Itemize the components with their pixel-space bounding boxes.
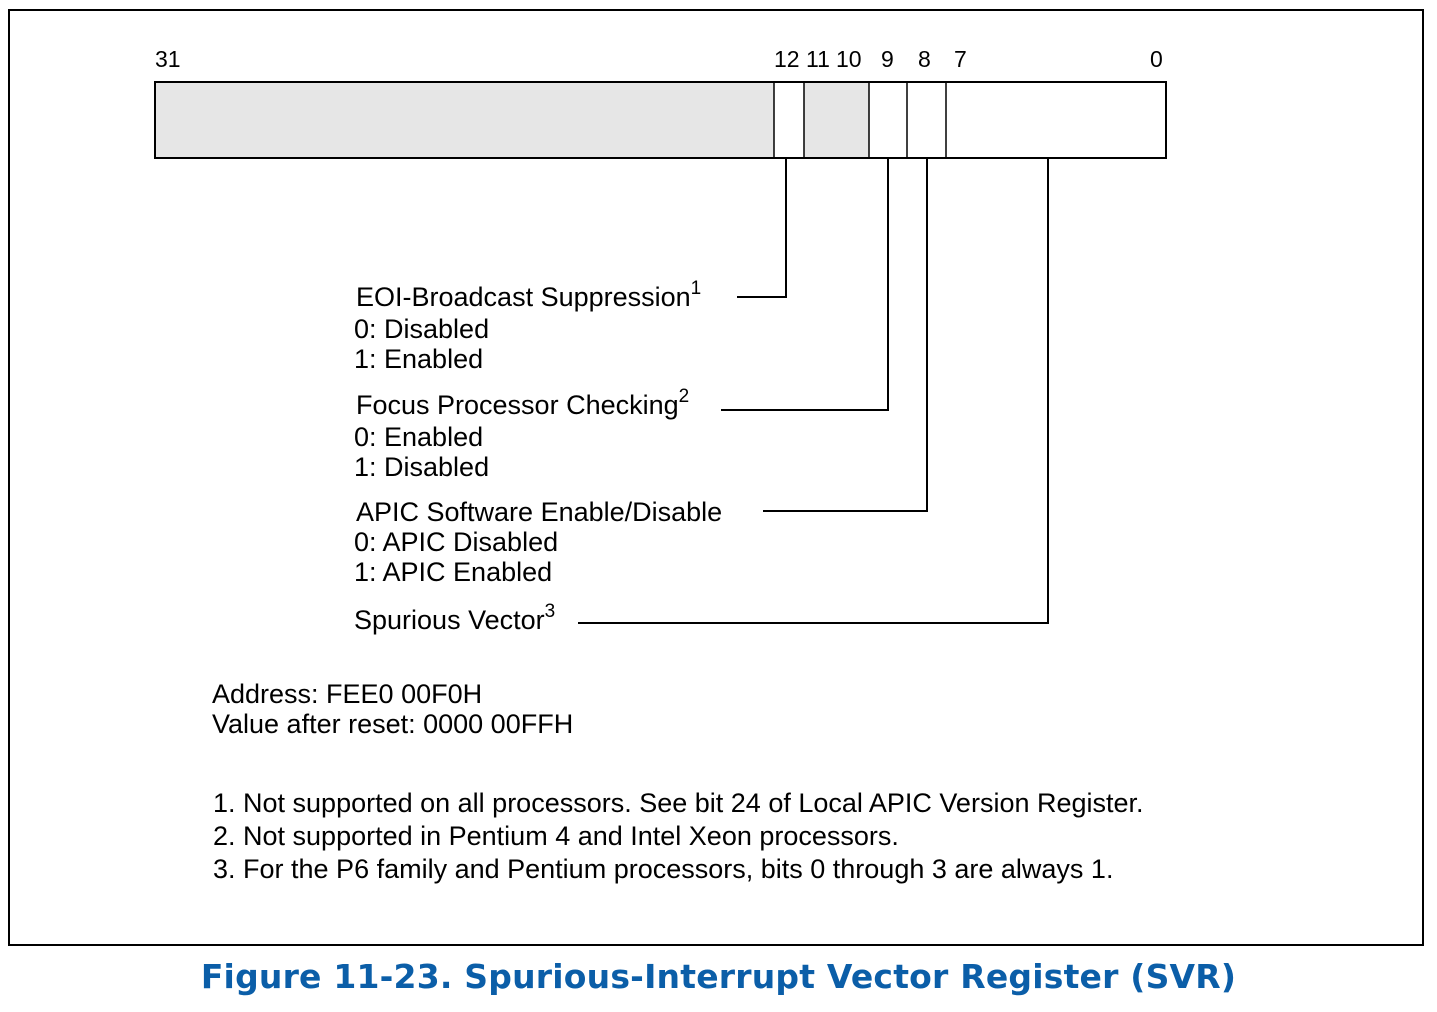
spurious-title: Spurious Vector3 bbox=[354, 601, 555, 635]
field-eoi: EOI-Broadcast Suppression1 0: Disabled 1… bbox=[354, 278, 701, 374]
leader-focus bbox=[721, 158, 889, 411]
register-reset-value: Value after reset: 0000 00FFH bbox=[212, 709, 573, 739]
reserved-field-11-10 bbox=[804, 82, 869, 158]
reserved-field-31-13 bbox=[155, 82, 774, 158]
focus-name: Focus Processor Checking bbox=[356, 390, 679, 420]
leader-eoi bbox=[737, 158, 787, 298]
leader-apic bbox=[763, 158, 928, 512]
eoi-option-1: 1: Enabled bbox=[354, 344, 483, 374]
field-spurious: Spurious Vector3 bbox=[354, 601, 555, 635]
bit-label-8: 8 bbox=[918, 46, 931, 72]
bit-label-7: 7 bbox=[954, 46, 967, 72]
footnote-1: 1. Not supported on all processors. See … bbox=[213, 788, 1144, 818]
bit-label-9: 9 bbox=[881, 46, 894, 72]
spurious-name: Spurious Vector bbox=[354, 605, 545, 635]
footnote-3: 3. For the P6 family and Pentium process… bbox=[213, 854, 1113, 884]
apic-title: APIC Software Enable/Disable bbox=[356, 497, 722, 527]
eoi-option-0: 0: Disabled bbox=[354, 314, 489, 344]
footnote-2: 2. Not supported in Pentium 4 and Intel … bbox=[213, 821, 899, 851]
leader-lines bbox=[578, 158, 1049, 624]
figure-frame bbox=[8, 9, 1424, 946]
eoi-title: EOI-Broadcast Suppression1 bbox=[356, 278, 701, 312]
bit-label-11: 11 bbox=[806, 46, 830, 72]
focus-option-0: 0: Enabled bbox=[354, 422, 483, 452]
apic-option-1: 1: APIC Enabled bbox=[354, 557, 552, 587]
focus-title: Focus Processor Checking2 bbox=[356, 386, 689, 420]
bit-label-0: 0 bbox=[1150, 46, 1163, 72]
figure-caption: Figure 11-23. Spurious-Interrupt Vector … bbox=[200, 957, 1237, 996]
eoi-note: 1 bbox=[691, 278, 702, 299]
leader-spurious bbox=[578, 158, 1049, 624]
bit-label-12: 12 bbox=[774, 46, 800, 72]
focus-option-1: 1: Disabled bbox=[354, 452, 489, 482]
register-info: Address: FEE0 00F0H Value after reset: 0… bbox=[212, 679, 573, 739]
eoi-name: EOI-Broadcast Suppression bbox=[356, 282, 691, 312]
focus-note: 2 bbox=[679, 386, 690, 407]
field-apic: APIC Software Enable/Disable 0: APIC Dis… bbox=[354, 497, 722, 587]
register-address: Address: FEE0 00F0H bbox=[212, 679, 482, 709]
bit-label-10: 10 bbox=[836, 46, 862, 72]
register-bar bbox=[154, 81, 1167, 159]
bit-label-31: 31 bbox=[155, 46, 181, 72]
spurious-note: 3 bbox=[545, 601, 556, 622]
field-focus: Focus Processor Checking2 0: Enabled 1: … bbox=[354, 386, 689, 482]
apic-option-0: 0: APIC Disabled bbox=[354, 527, 558, 557]
footnotes: 1. Not supported on all processors. See … bbox=[213, 788, 1144, 884]
